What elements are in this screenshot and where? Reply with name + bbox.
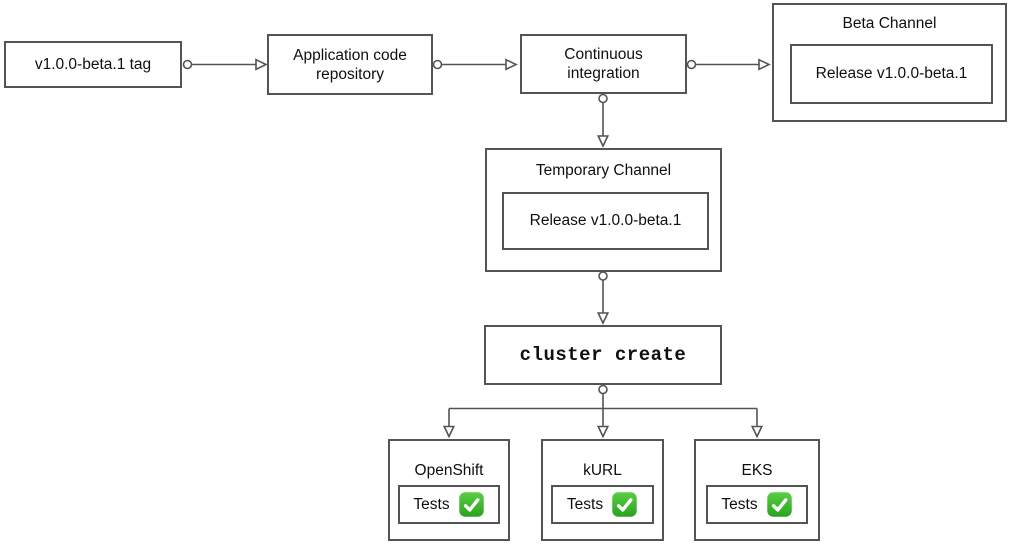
node-version-tag-label: v1.0.0-beta.1 tag <box>34 56 152 73</box>
cluster-openshift-title: OpenShift <box>414 462 484 479</box>
temporary-channel-release-box: Release v1.0.0-beta.1 <box>502 192 709 250</box>
node-continuous-integration: Continuous integration <box>520 34 687 94</box>
check-mark-button-icon <box>766 492 792 517</box>
edge-source-dot <box>686 59 697 70</box>
node-application-code-repository-label: Application code repository <box>293 46 407 83</box>
beta-channel-release-box: Release v1.0.0-beta.1 <box>790 44 993 104</box>
edge-source-dot <box>598 93 608 104</box>
edge-source-dot <box>598 271 608 281</box>
cluster-create-label: cluster create <box>519 343 687 366</box>
cluster-kurl-title: kURL <box>583 462 622 479</box>
kurl-tests-label: Tests <box>566 495 604 513</box>
node-cluster-kurl: kURL Tests <box>541 439 664 541</box>
openshift-tests-box: Tests <box>398 485 500 524</box>
node-beta-channel: Beta Channel Release v1.0.0-beta.1 <box>772 3 1007 122</box>
check-mark-button-icon <box>612 492 637 517</box>
eks-tests-box: Tests <box>706 485 808 524</box>
eks-tests-label: Tests <box>721 495 758 513</box>
edge-source-dot <box>432 59 443 70</box>
node-version-tag: v1.0.0-beta.1 tag <box>4 41 182 88</box>
beta-channel-release-label: Release v1.0.0-beta.1 <box>815 65 968 82</box>
node-application-code-repository: Application code repository <box>267 34 433 95</box>
node-continuous-integration-label: Continuous integration <box>564 46 643 82</box>
edge-source-dot <box>598 384 608 395</box>
node-temporary-channel: Temporary Channel Release v1.0.0-beta.1 <box>485 148 722 272</box>
edge-source-dot <box>182 59 193 70</box>
node-cluster-eks: EKS Tests <box>694 439 820 541</box>
openshift-tests-label: Tests <box>413 495 450 513</box>
check-mark-button-icon <box>458 492 484 517</box>
node-cluster-create-command: cluster create <box>484 325 722 385</box>
temporary-channel-title: Temporary Channel <box>535 162 672 179</box>
kurl-tests-box: Tests <box>551 485 654 524</box>
node-cluster-openshift: OpenShift Tests <box>388 439 510 541</box>
beta-channel-title: Beta Channel <box>842 15 937 32</box>
temporary-channel-release-label: Release v1.0.0-beta.1 <box>529 212 682 229</box>
cluster-eks-title: EKS <box>741 462 773 479</box>
